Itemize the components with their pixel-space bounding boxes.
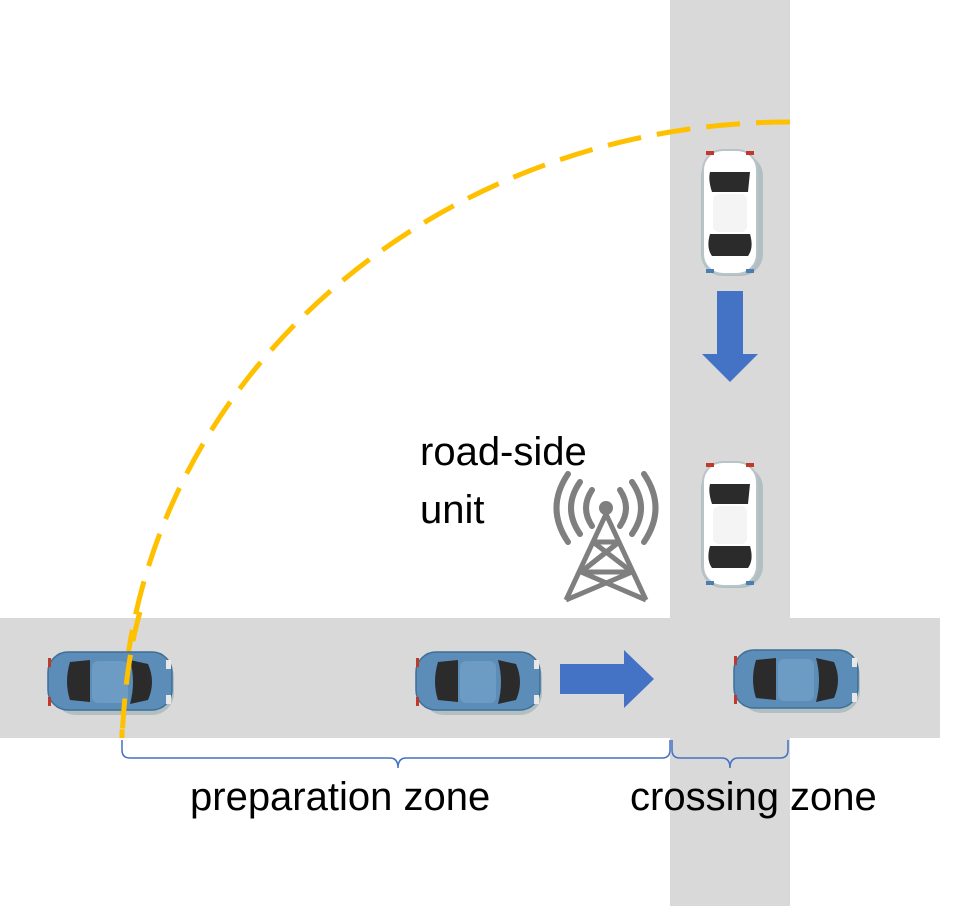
crossing-zone-label: crossing zone — [630, 775, 877, 819]
car-icon — [415, 651, 543, 716]
direction-arrow-icon — [702, 291, 758, 382]
communication-range-arc-overlay — [119, 611, 143, 739]
communication-range-arc — [119, 119, 791, 739]
road-side-unit-label: unit — [420, 488, 485, 532]
preparation-zone-brace — [121, 740, 671, 769]
car-icon — [47, 651, 175, 716]
car-icon — [700, 461, 764, 589]
car-icon — [733, 649, 861, 714]
direction-arrow-icon — [560, 650, 654, 708]
radio-tower-icon — [553, 471, 659, 603]
road-side-unit-label: road-side — [420, 430, 587, 474]
preparation-zone-label: preparation zone — [190, 775, 491, 819]
crossing-zone-brace — [671, 740, 789, 769]
car-icon — [700, 149, 764, 277]
